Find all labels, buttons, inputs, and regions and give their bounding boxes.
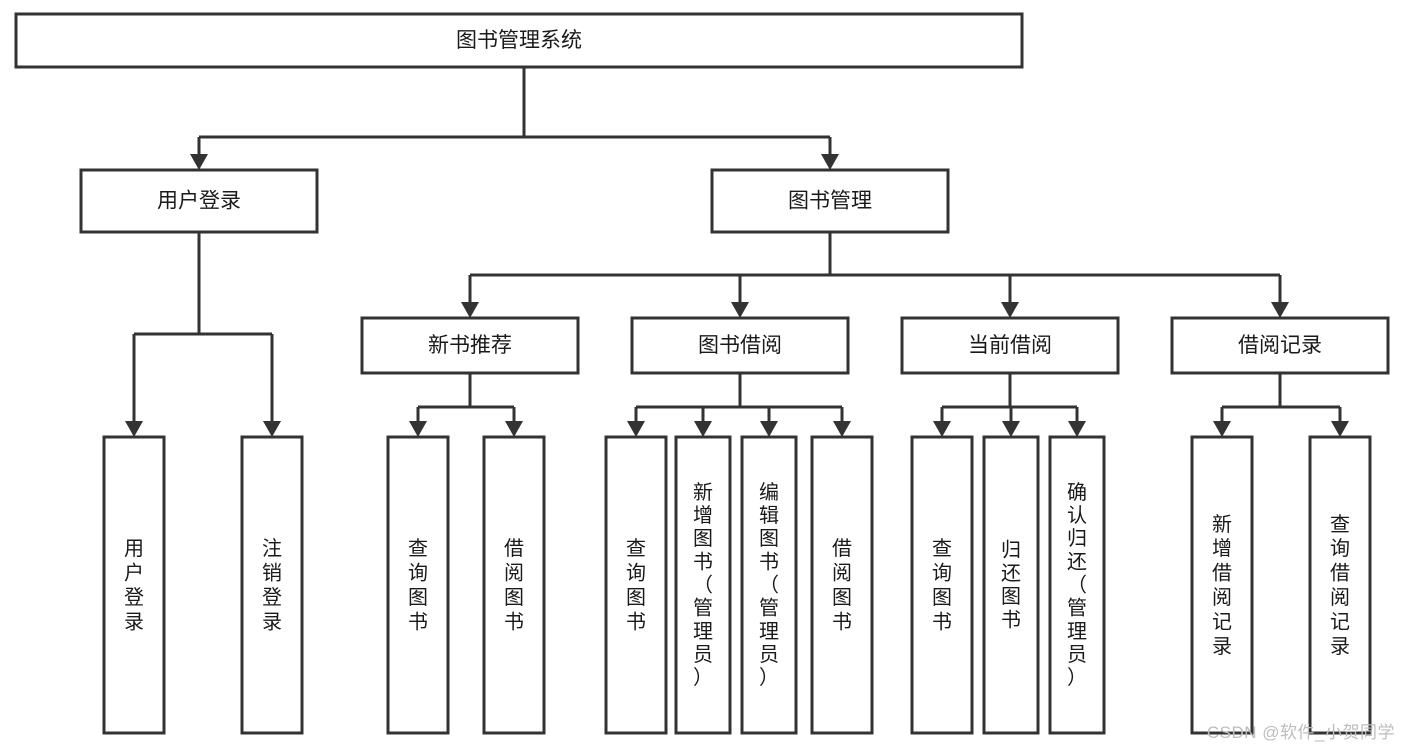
node-box-leaf-logout-login xyxy=(240,435,304,735)
node-box-leaf-add-book xyxy=(674,435,732,735)
node-box-leaf-query-book-2 xyxy=(604,435,668,735)
arrowhead-leaf-logout-login xyxy=(263,421,281,437)
node-current-borrow[interactable]: 当前借阅 xyxy=(900,316,1120,375)
node-leaf-query-book-2[interactable]: 查询图书 xyxy=(604,435,668,735)
arrowhead-leaf-query-book-1 xyxy=(409,421,427,437)
node-box-current-borrow xyxy=(900,316,1120,375)
node-box-leaf-user-login xyxy=(102,435,166,735)
node-new-book-recommend[interactable]: 新书推荐 xyxy=(360,316,580,375)
arrowhead-leaf-confirm-return xyxy=(1068,421,1086,437)
node-box-leaf-confirm-return xyxy=(1048,435,1106,735)
node-label-leaf-return-book: 归还图书 xyxy=(1001,539,1021,632)
arrowhead-book-borrow xyxy=(731,302,749,318)
nodes-layer: 图书管理系统用户登录图书管理新书推荐图书借阅当前借阅借阅记录用户登录注销登录查询… xyxy=(14,12,1390,735)
node-box-leaf-borrow-book-1 xyxy=(482,435,546,735)
node-label-leaf-add-borrow-record: 新增借阅记录 xyxy=(1212,513,1232,658)
node-leaf-add-book[interactable]: 新增图书（管理员） xyxy=(674,435,732,735)
arrowhead-borrow-record xyxy=(1271,302,1289,318)
node-label-leaf-confirm-return: 确认归还（管理员） xyxy=(1067,481,1087,689)
node-leaf-return-book[interactable]: 归还图书 xyxy=(982,435,1040,735)
node-box-leaf-return-book xyxy=(982,435,1040,735)
arrowhead-leaf-borrow-book-1 xyxy=(505,421,523,437)
node-root[interactable]: 图书管理系统 xyxy=(14,12,1024,69)
node-label-borrow-record: 借阅记录 xyxy=(1238,334,1322,357)
node-leaf-edit-book[interactable]: 编辑图书（管理员） xyxy=(740,435,798,735)
node-label-leaf-query-book-1: 查询图书 xyxy=(408,537,428,633)
node-leaf-confirm-return[interactable]: 确认归还（管理员） xyxy=(1048,435,1106,735)
arrowhead-leaf-add-book xyxy=(694,421,712,437)
node-label-leaf-add-book: 新增图书（管理员） xyxy=(693,481,713,689)
arrowhead-leaf-return-book xyxy=(1002,421,1020,437)
node-leaf-query-borrow-record[interactable]: 查询借阅记录 xyxy=(1308,435,1372,735)
arrowhead-leaf-query-book-3 xyxy=(933,421,951,437)
arrowhead-leaf-query-book-2 xyxy=(627,421,645,437)
node-box-leaf-query-borrow-record xyxy=(1308,435,1372,735)
node-label-leaf-borrow-book-2: 借阅图书 xyxy=(832,537,852,633)
node-label-new-book-recommend: 新书推荐 xyxy=(428,334,512,357)
node-leaf-query-book-3[interactable]: 查询图书 xyxy=(910,435,974,735)
node-label-leaf-query-book-2: 查询图书 xyxy=(626,537,646,633)
node-box-book-management xyxy=(710,168,950,234)
arrowhead-leaf-borrow-book-2 xyxy=(833,421,851,437)
node-label-leaf-query-book-3: 查询图书 xyxy=(932,537,952,633)
node-label-leaf-query-borrow-record: 查询借阅记录 xyxy=(1330,513,1350,658)
node-label-book-management: 图书管理 xyxy=(788,190,872,213)
node-box-leaf-add-borrow-record xyxy=(1190,435,1254,735)
arrowhead-leaf-query-borrow-record xyxy=(1331,421,1349,437)
node-label-book-borrow: 图书借阅 xyxy=(698,334,782,357)
node-leaf-add-borrow-record[interactable]: 新增借阅记录 xyxy=(1190,435,1254,735)
node-label-leaf-borrow-book-1: 借阅图书 xyxy=(504,537,524,633)
node-box-new-book-recommend xyxy=(360,316,580,375)
node-leaf-user-login[interactable]: 用户登录 xyxy=(102,435,166,735)
node-borrow-record[interactable]: 借阅记录 xyxy=(1170,316,1390,375)
node-box-leaf-query-book-3 xyxy=(910,435,974,735)
node-user-login[interactable]: 用户登录 xyxy=(79,168,319,234)
arrowhead-leaf-add-borrow-record xyxy=(1213,421,1231,437)
edges-layer xyxy=(125,67,1349,437)
node-book-borrow[interactable]: 图书借阅 xyxy=(630,316,850,375)
node-box-borrow-record xyxy=(1170,316,1390,375)
arrowhead-new-book-recommend xyxy=(461,302,479,318)
arrowhead-book-management xyxy=(821,154,839,170)
node-book-management[interactable]: 图书管理 xyxy=(710,168,950,234)
arrowhead-leaf-user-login xyxy=(125,421,143,437)
node-box-user-login xyxy=(79,168,319,234)
node-leaf-query-book-1[interactable]: 查询图书 xyxy=(386,435,450,735)
arrowhead-current-borrow xyxy=(1001,302,1019,318)
node-box-leaf-query-book-1 xyxy=(386,435,450,735)
node-label-root: 图书管理系统 xyxy=(456,29,582,52)
node-label-leaf-user-login: 用户登录 xyxy=(124,538,144,633)
node-box-leaf-borrow-book-2 xyxy=(810,435,874,735)
node-label-user-login: 用户登录 xyxy=(157,190,241,213)
node-box-root xyxy=(14,12,1024,69)
node-leaf-logout-login[interactable]: 注销登录 xyxy=(240,435,304,735)
node-label-leaf-logout-login: 注销登录 xyxy=(262,537,282,633)
node-box-leaf-edit-book xyxy=(740,435,798,735)
node-label-current-borrow: 当前借阅 xyxy=(968,334,1052,357)
arrowhead-user-login xyxy=(190,154,208,170)
arrowhead-leaf-edit-book xyxy=(760,421,778,437)
node-leaf-borrow-book-2[interactable]: 借阅图书 xyxy=(810,435,874,735)
node-box-book-borrow xyxy=(630,316,850,375)
node-label-leaf-edit-book: 编辑图书（管理员） xyxy=(759,481,779,689)
node-leaf-borrow-book-1[interactable]: 借阅图书 xyxy=(482,435,546,735)
